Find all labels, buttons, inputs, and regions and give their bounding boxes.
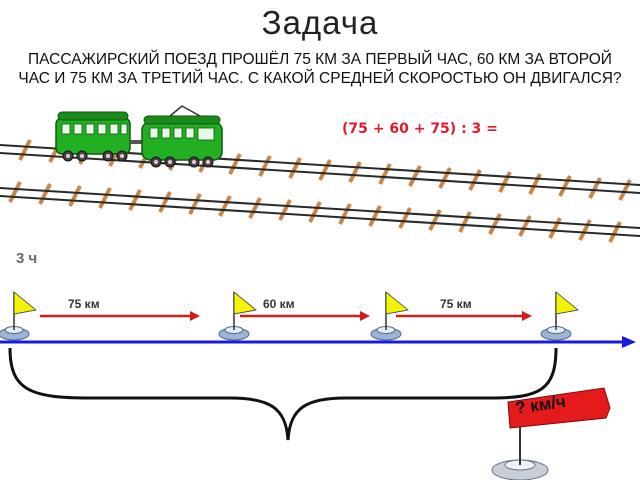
train-icon — [55, 105, 223, 168]
segment-label-2: 60 км — [263, 297, 295, 311]
answer-flag — [491, 387, 611, 480]
segment-arrows — [40, 311, 532, 321]
brace-icon — [8, 347, 558, 441]
formula: (75 + 60 + 75) : 3 = — [342, 121, 498, 137]
total-time-label: 3 ч — [16, 250, 38, 267]
problem-statement: Пассажирский поезд прошёл 75 км за первы… — [18, 51, 622, 87]
segment-label-3: 75 км — [440, 297, 472, 311]
railway-track-icon — [0, 139, 640, 243]
timeline-arrowhead — [622, 336, 636, 348]
segment-label-1: 75 км — [68, 297, 100, 311]
flag-icon — [0, 291, 579, 341]
page-title: Задача — [261, 4, 379, 41]
